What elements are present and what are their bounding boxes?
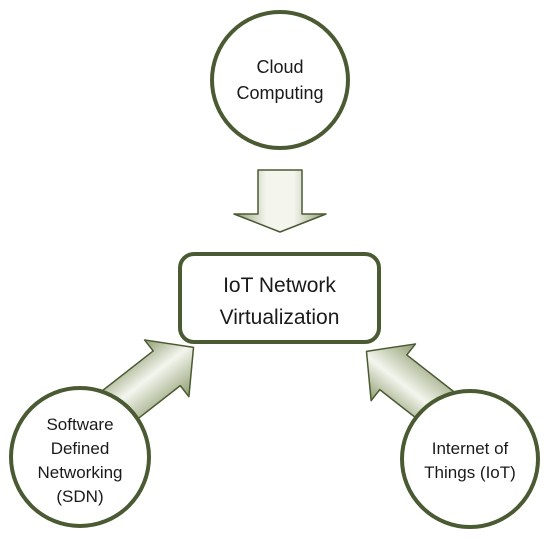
node-cloud-label-line-2: Computing	[236, 83, 323, 103]
node-sdn-label-line-3: Networking	[37, 463, 122, 482]
node-sdn-label-line-4: (SDN)	[56, 487, 103, 506]
arrow-down-shape	[233, 169, 327, 233]
node-cloud-label-line-1: Cloud	[256, 57, 303, 77]
node-iot: Internet of Things (IoT)	[400, 389, 540, 529]
node-cloud-computing: Cloud Computing	[210, 10, 350, 150]
arrow-cloud-to-center	[233, 169, 327, 233]
node-iot-label-line-1: Internet of	[432, 439, 509, 458]
center-label-line-2: Virtualization	[220, 306, 340, 329]
node-sdn-circle	[9, 386, 151, 528]
node-iot-label-line-2: Things (IoT)	[424, 463, 516, 482]
node-sdn-label-line-1: Software	[46, 415, 113, 434]
center-label-line-1: IoT Network	[223, 274, 336, 297]
node-center: IoT Network Virtualization	[178, 252, 381, 344]
center-box	[178, 252, 381, 344]
node-cloud-circle	[210, 10, 350, 150]
node-sdn-label-line-2: Defined	[51, 439, 110, 458]
node-iot-circle	[400, 389, 540, 529]
node-sdn: Software Defined Networking (SDN)	[9, 386, 151, 528]
